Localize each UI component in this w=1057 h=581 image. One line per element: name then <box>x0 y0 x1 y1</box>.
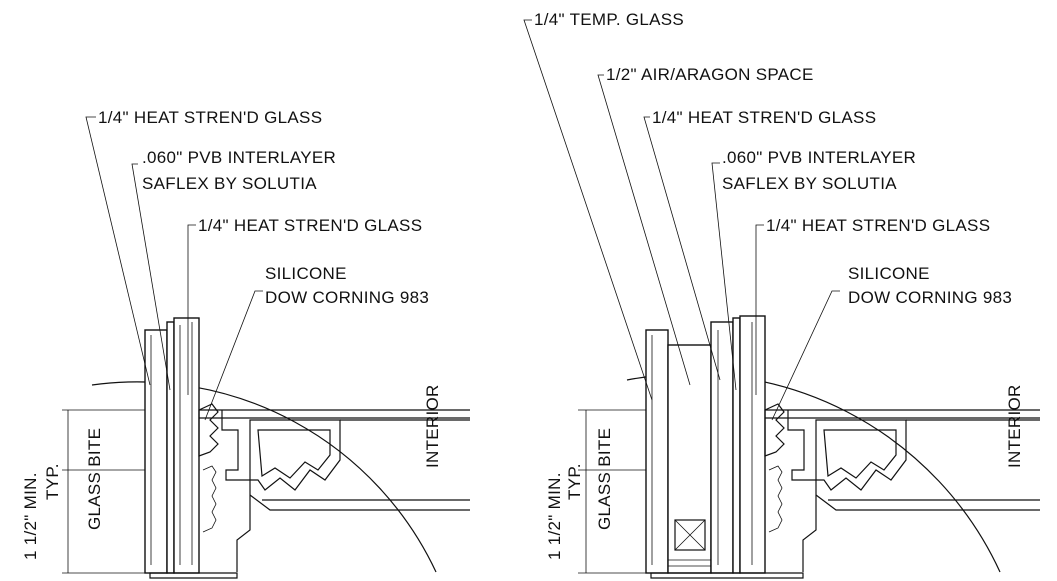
right-glass-assembly <box>645 315 766 574</box>
left-dim-min-label: 1 1/2" MIN. <box>21 472 40 560</box>
left-glass-assembly <box>144 317 200 574</box>
right-silicone-label-line1: SILICONE <box>848 264 930 283</box>
right-temp-glass-pane <box>645 329 669 574</box>
left-silicone-label-line2: DOW CORNING 983 <box>265 288 429 307</box>
left-glass-inner-pane <box>173 317 200 574</box>
right-dimension: 1 1/2" MIN. TYP. GLASS BITE <box>545 409 646 574</box>
left-dim-typ-label: TYP. <box>43 463 62 500</box>
left-pvb-interlayer <box>166 321 175 574</box>
left-glass-outer-pane <box>144 329 168 574</box>
left-glass-inner-label: 1/4" HEAT STREN'D GLASS <box>198 216 422 235</box>
left-silicone-bead <box>198 403 219 533</box>
left-interior-label: INTERIOR <box>423 384 442 468</box>
right-dim-min-label: 1 1/2" MIN. <box>545 472 564 560</box>
right-detail: 1 1/2" MIN. TYP. GLASS BITE INTERIOR 1/4… <box>523 10 1040 579</box>
left-leaders <box>85 116 263 421</box>
left-dimension: 1 1/2" MIN. TYP. GLASS BITE <box>21 409 145 574</box>
right-leaders <box>523 19 840 421</box>
right-temp-glass-label: 1/4" TEMP. GLASS <box>534 10 684 29</box>
right-glass-bite-label: GLASS BITE <box>595 428 614 530</box>
left-silicone-label-line1: SILICONE <box>265 264 347 283</box>
right-pvb-label-line1: .060" PVB INTERLAYER <box>722 148 916 167</box>
right-glass-inner-pane <box>739 315 766 574</box>
right-interior-label: INTERIOR <box>1005 384 1024 468</box>
right-mullion-extrusion <box>650 409 1040 579</box>
left-mullion-extrusion <box>149 409 470 579</box>
left-pvb-label-line1: .060" PVB INTERLAYER <box>142 148 336 167</box>
right-air-space-label: 1/2" AIR/ARAGON SPACE <box>606 65 814 84</box>
right-glass-inner-label: 1/4" HEAT STREN'D GLASS <box>766 216 990 235</box>
right-dim-typ-label: TYP. <box>565 463 584 500</box>
right-silicone-bead <box>764 403 785 533</box>
left-detail: 1 1/2" MIN. TYP. GLASS BITE INTERIOR 1/4… <box>21 108 470 579</box>
right-spacer <box>668 519 711 567</box>
right-silicone-label-line2: DOW CORNING 983 <box>848 288 1012 307</box>
left-glass-bite-label: GLASS BITE <box>85 428 104 530</box>
left-pvb-label-line2: SAFLEX BY SOLUTIA <box>142 174 317 193</box>
right-glass-outer-label: 1/4" HEAT STREN'D GLASS <box>652 108 876 127</box>
right-pvb-label-line2: SAFLEX BY SOLUTIA <box>722 174 897 193</box>
left-glass-outer-label: 1/4" HEAT STREN'D GLASS <box>98 108 322 127</box>
right-pvb-interlayer <box>732 317 741 574</box>
